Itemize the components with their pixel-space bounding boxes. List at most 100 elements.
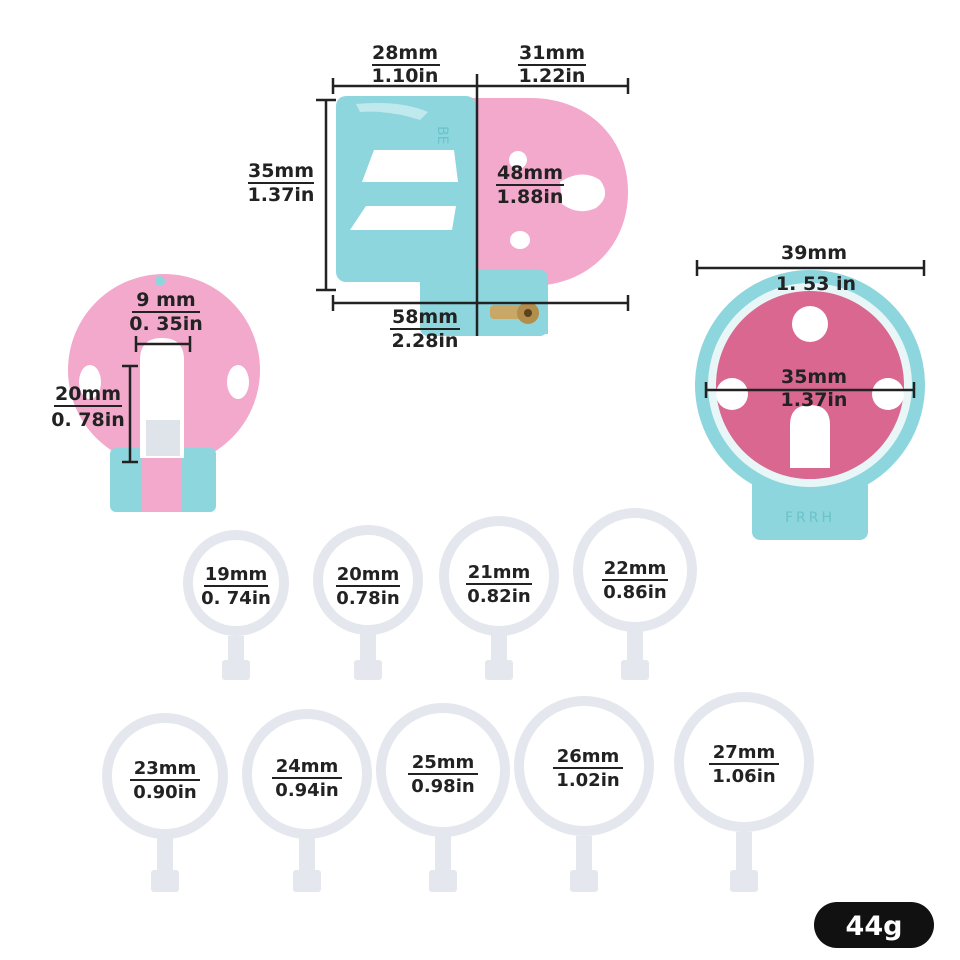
ring-in-label: 0.78in <box>336 588 399 609</box>
side-view-dome-hole-top <box>509 151 527 169</box>
ring-band <box>242 709 372 839</box>
front-view-dimension-lines <box>122 336 192 464</box>
ring-stem-foot <box>222 660 250 680</box>
ring-in-label: 0.98in <box>411 776 474 797</box>
side-view-embossed-text: BE <box>434 126 450 144</box>
ring-in-label: 0.86in <box>603 582 666 603</box>
ring-25mm: 25mm 0.98in <box>376 703 510 892</box>
ring-stem <box>435 836 451 880</box>
ring-band <box>183 530 289 636</box>
side-view-left-in: 1.37in <box>248 184 315 206</box>
ring-26mm: 26mm 1.02in <box>514 696 654 892</box>
back-view-left-hole <box>716 378 748 410</box>
ring-20mm: 20mm 0.78in <box>313 525 423 680</box>
lock-icon <box>490 305 524 319</box>
ring-stem <box>157 836 173 880</box>
back-view-embossed-text: FRRH <box>785 510 835 526</box>
ring-in-label: 1.06in <box>712 766 775 787</box>
ring-mm-label: 21mm <box>468 562 531 583</box>
ring-24mm: 24mm 0.94in <box>242 709 372 892</box>
ring-mm-label: 27mm <box>713 742 776 763</box>
back-view-right-hole <box>872 378 904 410</box>
ring-mm-label: 23mm <box>134 758 197 779</box>
side-view-center-in: 1.88in <box>497 186 564 208</box>
back-view: FRRH 39mm 1. 53 in 35mm 1.37in <box>695 242 926 540</box>
ring-mm-label: 24mm <box>276 756 339 777</box>
ring-21mm: 21mm 0.82in <box>439 516 559 680</box>
ring-mm-label: 26mm <box>557 746 620 767</box>
ring-band <box>439 516 559 636</box>
ring-19mm: 19mm 0. 74in <box>183 530 289 680</box>
ring-in-label: 0.90in <box>133 782 196 803</box>
back-view-pink-interior <box>716 291 904 479</box>
back-view-inner-mm: 35mm <box>781 366 847 388</box>
weight-badge: 44g <box>814 902 934 948</box>
ring-stem-foot <box>621 660 649 680</box>
side-view-center-mm: 48mm <box>497 162 563 184</box>
side-view-dome-hole-bottom <box>510 231 530 249</box>
weight-badge-background <box>814 902 934 948</box>
ring-in-label: 0.94in <box>275 780 338 801</box>
side-view-dimension-lines <box>316 74 630 336</box>
side-view-slot-top-edge <box>356 103 428 120</box>
ring-stem-foot <box>151 870 179 892</box>
side-view-top-left-in: 1.10in <box>372 65 439 87</box>
front-view-hole-width-in: 0. 35in <box>129 313 203 335</box>
front-view-side-hole-right <box>227 365 249 399</box>
front-view-hole-width-mm: 9 mm <box>136 289 195 311</box>
front-view-base-pink <box>142 448 182 512</box>
side-view-dome-hole-main <box>560 174 606 212</box>
ring-band <box>674 692 814 832</box>
back-view-inner-in: 1.37in <box>781 389 848 411</box>
side-view-pink-dome <box>468 98 628 286</box>
weight-label: 44g <box>846 911 903 942</box>
ring-mm-label: 25mm <box>412 752 475 773</box>
ring-stem <box>576 836 592 880</box>
ring-in-label: 1.02in <box>556 770 619 791</box>
ring-stem-foot <box>730 870 758 892</box>
ring-23mm: 23mm 0.90in <box>102 713 228 892</box>
ring-in-label: 0. 74in <box>201 588 271 609</box>
side-view-bottom-in: 2.28in <box>392 330 459 352</box>
side-view-left-mm: 35mm <box>248 160 314 182</box>
back-view-dimension-lines <box>695 260 926 398</box>
back-view-outer-in: 1. 53 in <box>776 273 856 295</box>
ring-mm-label: 20mm <box>337 564 400 585</box>
ring-22mm: 22mm 0.86in <box>573 508 697 680</box>
ring-set: 19mm 0. 74in 20mm 0.78in 21mm 0.82in <box>102 508 814 892</box>
ring-stem-foot <box>429 870 457 892</box>
ring-stem-foot <box>354 660 382 680</box>
front-view-hole-height-mm: 20mm <box>55 383 121 405</box>
side-view-slot-top <box>362 150 458 182</box>
ring-stem-foot <box>485 660 513 680</box>
side-view-top-right-in: 1.22in <box>519 65 586 87</box>
side-view-bottom-mm: 58mm <box>392 306 458 328</box>
ring-stem-foot <box>570 870 598 892</box>
front-view-side-hole-left <box>79 365 101 399</box>
ring-band <box>102 713 228 839</box>
ring-band <box>573 508 697 632</box>
ring-band <box>313 525 423 635</box>
back-view-outer-mm: 39mm <box>781 242 847 264</box>
ring-stem <box>299 838 315 880</box>
lock-keyhole <box>524 309 532 317</box>
side-view-blue-cage <box>336 96 476 282</box>
ring-mm-label: 22mm <box>604 558 667 579</box>
front-view-slot-inner <box>146 420 180 456</box>
back-view-slot <box>790 405 830 468</box>
ring-band <box>376 703 510 837</box>
ring-27mm: 27mm 1.06in <box>674 692 814 892</box>
ring-stem-foot <box>293 870 321 892</box>
front-view-hole-height-in: 0. 78in <box>51 409 125 431</box>
side-view-top-left-mm: 28mm <box>372 42 438 64</box>
side-view: BE 28mm 1.10in 31mm 1.22in 35mm <box>248 42 630 352</box>
side-view-top-right-mm: 31mm <box>519 42 585 64</box>
ring-stem <box>736 832 752 880</box>
ring-band <box>514 696 654 836</box>
ring-mm-label: 19mm <box>205 564 268 585</box>
back-view-top-hole <box>792 306 828 342</box>
front-view: 9 mm 0. 35in 20mm 0. 78in <box>51 274 260 512</box>
front-view-top-hole <box>155 276 165 286</box>
ring-in-label: 0.82in <box>467 586 530 607</box>
